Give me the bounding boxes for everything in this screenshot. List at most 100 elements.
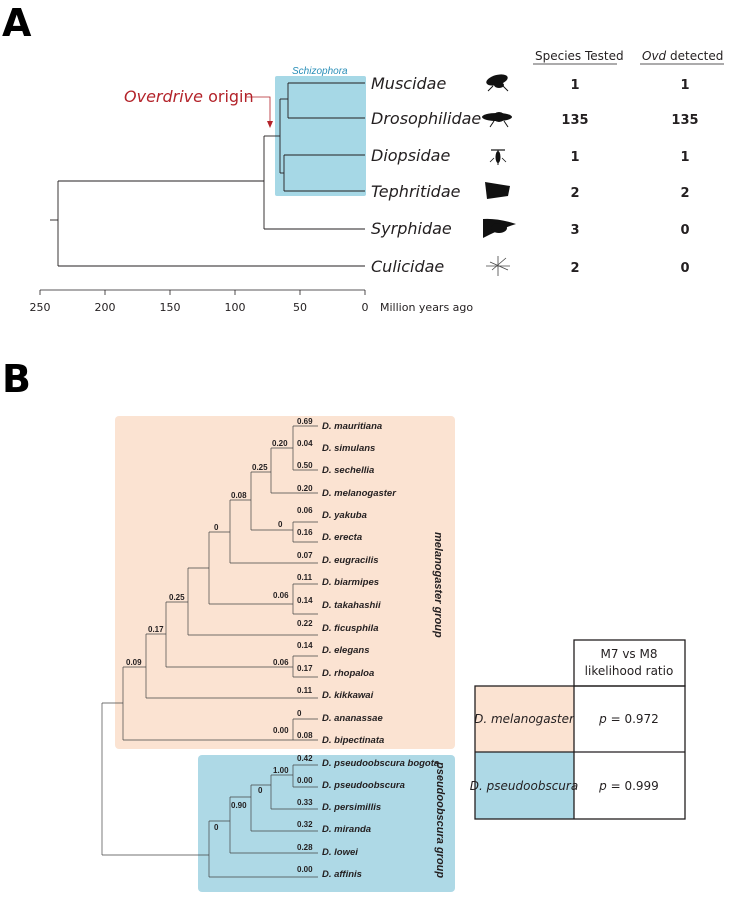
species-name: D. yakuba (322, 510, 367, 521)
mosquito-icon (486, 256, 510, 276)
axis-tick-50: 50 (293, 301, 307, 314)
omega-value: 0.06 (297, 506, 313, 515)
melanogaster-group-box (115, 416, 455, 749)
hoverfly-icon (483, 218, 516, 238)
family-tree (50, 82, 365, 267)
detected-count-muscidae: 1 (680, 78, 689, 93)
origin-arrow (246, 96, 271, 124)
node-omega: 0.06 (273, 591, 289, 600)
table-p-value: p = 0.972 (598, 712, 659, 726)
omega-value: 0.32 (297, 820, 313, 829)
species-name: D. pseudoobscura (322, 780, 405, 791)
omega-value: 0.07 (297, 551, 313, 560)
node-omega: 0.25 (252, 463, 268, 472)
fruitfly-icon (482, 112, 512, 128)
omega-value: 0.33 (297, 798, 313, 807)
detected-count-tephritidae: 2 (680, 186, 689, 201)
species-name: D. takahashii (322, 600, 381, 611)
family-name-tephritidae: Tephritidae (371, 182, 461, 201)
pseudoobscura-group-label: pseudoobscura group (434, 761, 446, 878)
omega-value: 0.50 (297, 461, 313, 470)
node-omega: 0 (278, 520, 283, 529)
species-name: D. miranda (322, 824, 371, 835)
likelihood-table (474, 639, 686, 820)
species-name: D. sechellia (322, 465, 374, 476)
node-omega: 0 (214, 523, 219, 532)
omega-value: 0.20 (297, 484, 313, 493)
time-axis (39, 289, 366, 295)
table-row-species: D. melanogaster (474, 712, 575, 726)
pseudoobscura-group-box (198, 755, 455, 892)
axis-tick-250: 250 (30, 301, 51, 314)
tested-count-diopsidae: 1 (570, 150, 579, 165)
omega-value: 0.28 (297, 843, 313, 852)
detected-count-syrphidae: 0 (680, 223, 689, 238)
node-omega: 0.25 (169, 593, 185, 602)
schizophora-label: Schizophora (292, 66, 348, 77)
omega-value: 0.04 (297, 439, 313, 448)
node-omega: 0 (214, 823, 219, 832)
table-header-line1: M7 vs M8 (601, 647, 658, 661)
node-omega: 0.90 (231, 801, 247, 810)
stalk-eyed-fly-icon (489, 149, 507, 165)
species-name: D. ananassae (322, 713, 383, 724)
housefly-icon (486, 74, 509, 92)
fruit-fly-tephritid-icon (485, 182, 510, 199)
axis-tick-0: 0 (362, 301, 369, 314)
omega-value: 0.17 (297, 664, 313, 673)
ovd-detected-header: Ovd detected (642, 49, 723, 63)
family-name-culicidae: Culicidae (371, 257, 444, 276)
table-p-value: p = 0.999 (598, 779, 659, 793)
schizophora-box (275, 76, 366, 196)
table-row-species: D. pseudoobscura (470, 779, 578, 793)
family-name-drosophilidae: Drosophilidae (371, 109, 481, 128)
species-name: D. kikkawai (322, 690, 374, 701)
melanogaster-group-label: melanogaster group (432, 532, 444, 638)
node-omega: 1.00 (273, 766, 289, 775)
node-omega: 0.09 (126, 658, 142, 667)
detected-count-drosophilidae: 135 (671, 113, 698, 128)
species-name: D. pseudoobscura bogota (322, 758, 439, 769)
species-tree (101, 425, 318, 878)
species-name: D. simulans (322, 443, 375, 454)
omega-value: 0.22 (297, 619, 313, 628)
omega-value: 0.11 (297, 686, 313, 695)
panel-b-label: B (2, 357, 31, 401)
node-omega: 0.00 (273, 726, 289, 735)
panel-a-label: A (2, 1, 32, 45)
species-name: D. ficusphila (322, 623, 378, 634)
species-name: D. persimillis (322, 802, 381, 813)
axis-title: Million years ago (380, 301, 473, 314)
axis-tick-200: 200 (95, 301, 116, 314)
omega-value: 0.00 (297, 776, 313, 785)
species-name: D. biarmipes (322, 577, 379, 588)
node-omega: 0 (258, 786, 263, 795)
table-header-line2: likelihood ratio (585, 664, 674, 678)
species-name: D. bipectinata (322, 735, 384, 746)
detected-count-culicidae: 0 (680, 261, 689, 276)
family-name-diopsidae: Diopsidae (371, 146, 450, 165)
species-name: D. erecta (322, 532, 362, 543)
species-name: D. melanogaster (322, 488, 397, 499)
node-omega: 0.17 (148, 625, 164, 634)
axis-tick-150: 150 (160, 301, 181, 314)
omega-value: 0.42 (297, 754, 313, 763)
axis-tick-100: 100 (225, 301, 246, 314)
species-name: D. rhopaloa (322, 668, 374, 679)
node-omega: 0.20 (272, 439, 288, 448)
species-tested-header: Species Tested (535, 49, 624, 63)
species-name: D. elegans (322, 645, 370, 656)
tested-count-culicidae: 2 (570, 261, 579, 276)
species-name: D. affinis (322, 869, 362, 880)
omega-value: 0.08 (297, 731, 313, 740)
species-name: D. lowei (322, 847, 358, 858)
omega-value: 0.16 (297, 528, 313, 537)
omega-value: 0.00 (297, 865, 313, 874)
family-name-muscidae: Muscidae (371, 74, 446, 93)
tested-count-syrphidae: 3 (570, 223, 579, 238)
overdrive-origin-label: Overdrive origin (124, 87, 254, 106)
family-name-syrphidae: Syrphidae (371, 219, 452, 238)
node-omega: 0.06 (273, 658, 289, 667)
node-omega: 0.08 (231, 491, 247, 500)
